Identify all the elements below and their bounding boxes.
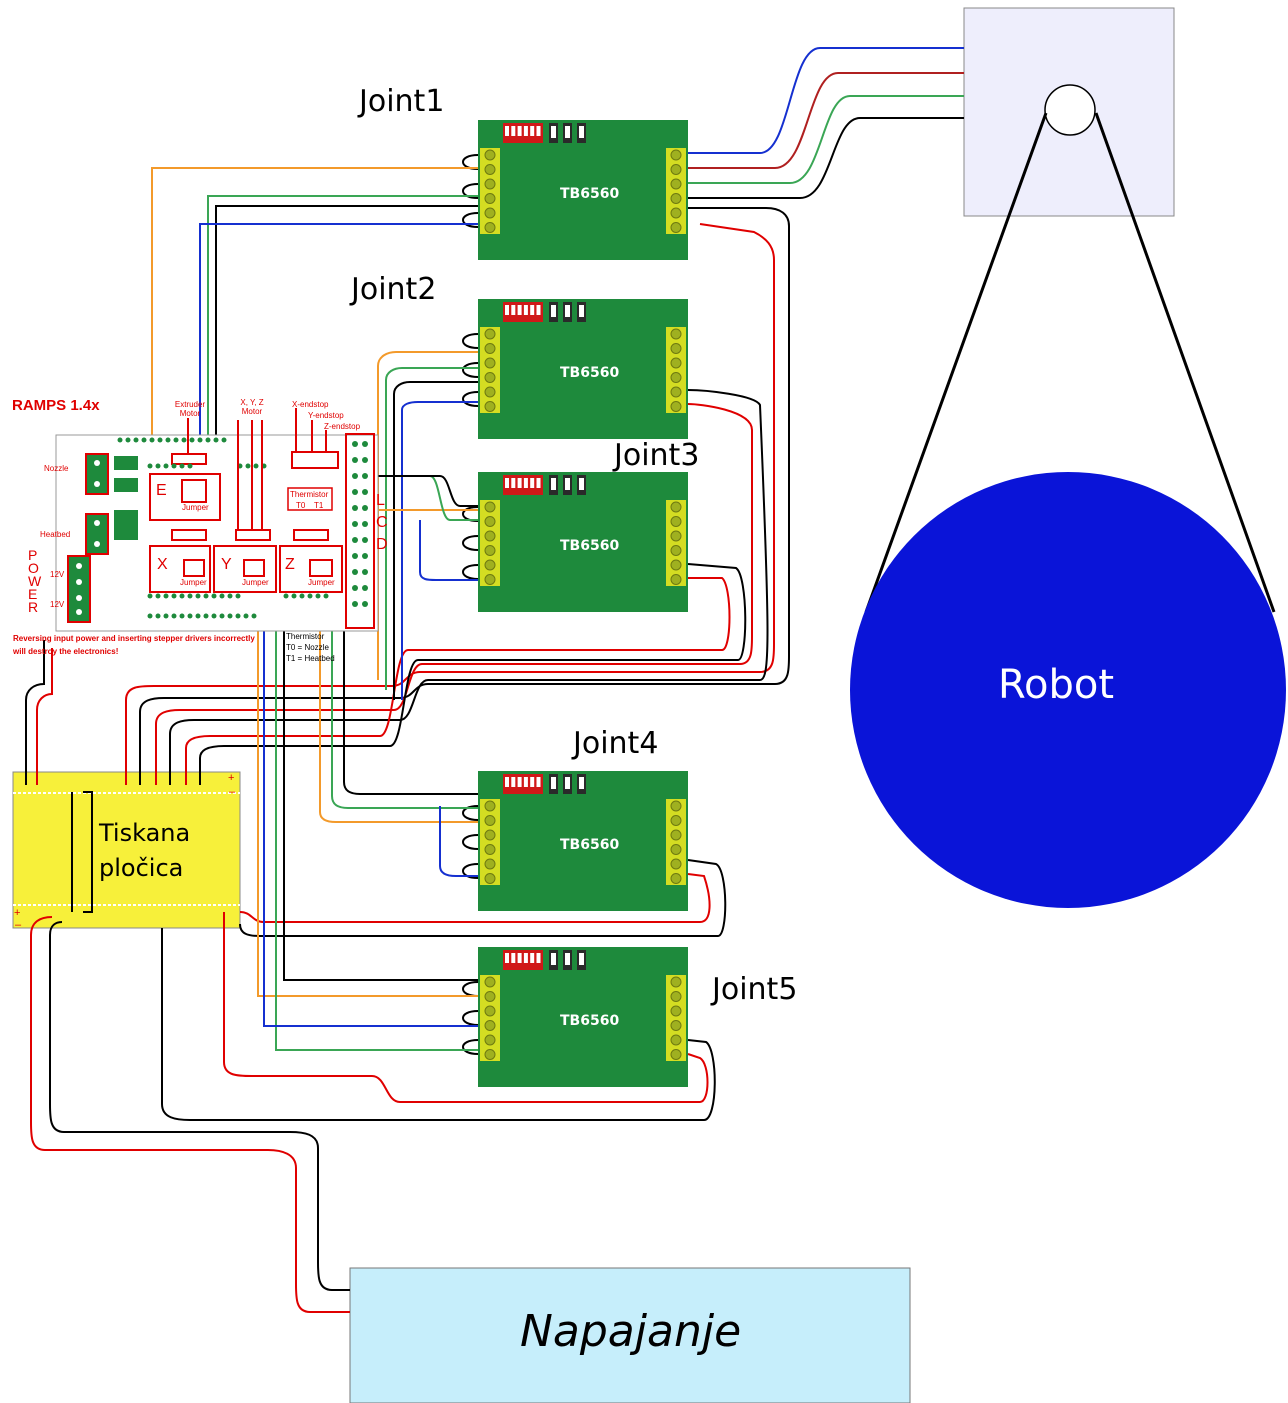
jumper-label-e: Jumper <box>182 503 209 512</box>
letter-e: E <box>156 482 167 499</box>
thermistor-label: Thermistor <box>290 490 329 499</box>
joint3-label: Joint3 <box>614 438 700 473</box>
driver2-name: TB6560 <box>560 365 620 381</box>
t1-label: T1 <box>314 501 324 510</box>
pcb-label-line1: Tiskana <box>99 819 191 847</box>
svg-text:–: – <box>229 786 236 798</box>
driver-board-3 <box>462 472 688 612</box>
t0-note: T0 = Nozzle <box>286 643 329 652</box>
power-label: POWER <box>28 547 42 615</box>
letter-y: Y <box>221 556 232 573</box>
ramps-title: RAMPS 1.4x <box>12 397 100 414</box>
driver-board-1 <box>462 120 688 260</box>
robot-label: Robot <box>998 662 1115 708</box>
driver5-name: TB6560 <box>560 1013 620 1029</box>
jumper-label-y: Jumper <box>242 578 269 587</box>
joint5-label: Joint5 <box>712 972 798 1007</box>
z-endstop-label: Z-endstop <box>324 422 361 431</box>
letter-z: Z <box>285 556 295 573</box>
letter-l: L <box>376 492 385 509</box>
xyz-motor-label: X, Y, Z Motor <box>240 398 264 416</box>
heatbed-label: Heatbed <box>40 530 71 539</box>
power-supply-label: Napajanje <box>520 1306 742 1357</box>
driver-board-4 <box>462 771 688 911</box>
ramps-warning-line2: will destroy the electronics! <box>13 647 119 656</box>
t0-label: T0 <box>296 501 306 510</box>
belt-left <box>864 112 1048 613</box>
12v-label-a: 12V <box>50 570 65 579</box>
driver-board-5 <box>462 947 688 1087</box>
letter-c: C <box>376 514 388 531</box>
motor-pulley <box>1044 84 1096 136</box>
jumper-label-z: Jumper <box>308 578 335 587</box>
nozzle-label: Nozzle <box>44 464 69 473</box>
ramps-warning-line1: Reversing input power and inserting step… <box>13 634 255 643</box>
y-endstop-label: Y-endstop <box>308 411 344 420</box>
letter-d: D <box>376 536 388 553</box>
driver3-name: TB6560 <box>560 538 620 554</box>
joint2-label: Joint2 <box>351 272 437 307</box>
t1-note: T1 = Heatbed <box>286 654 335 663</box>
driver1-name: TB6560 <box>560 186 620 202</box>
joint1-label: Joint1 <box>359 84 445 119</box>
belt-right <box>1094 112 1276 613</box>
joint4-label: Joint4 <box>573 726 659 761</box>
jumper-label-x: Jumper <box>180 578 207 587</box>
svg-text:+: + <box>14 907 20 919</box>
driver-board-2 <box>462 299 688 439</box>
power-supply-box <box>349 1267 911 1403</box>
12v-label-b: 12V <box>50 600 65 609</box>
robot-circle <box>850 472 1286 908</box>
letter-x: X <box>157 556 168 573</box>
driver4-name: TB6560 <box>560 837 620 853</box>
extruder-motor-label: Extruder Motor <box>174 400 206 418</box>
svg-text:+: + <box>228 772 234 784</box>
pcb-label-line2: pločica <box>99 854 184 882</box>
svg-text:–: – <box>15 919 22 931</box>
thermistor-note: Thermistor <box>286 632 325 641</box>
x-endstop-label: X-endstop <box>292 400 329 409</box>
ramps-board <box>55 408 379 632</box>
